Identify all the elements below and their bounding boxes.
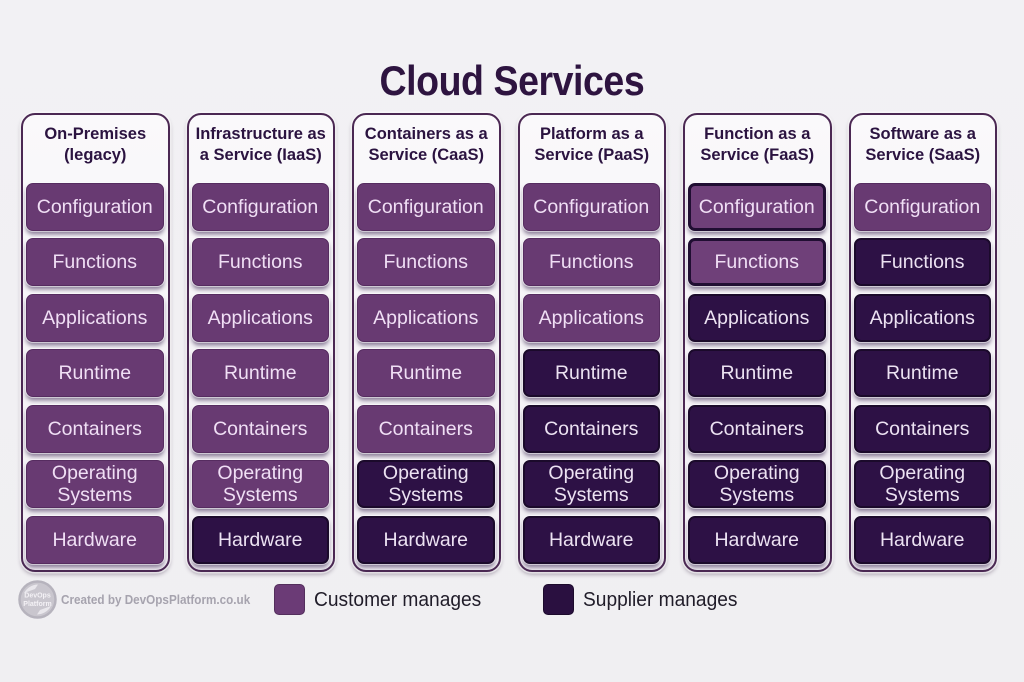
- svg-text:DevOps: DevOps: [24, 593, 51, 600]
- svg-text:Platform: Platform: [23, 601, 51, 608]
